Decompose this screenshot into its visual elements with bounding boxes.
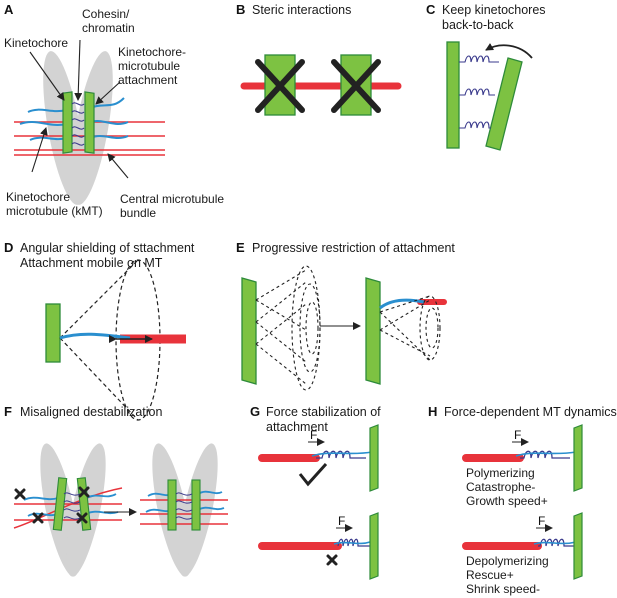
panel-letter-h: H	[428, 404, 438, 419]
force-label-h-bottom: F	[538, 514, 546, 528]
cohesin-spring	[63, 492, 81, 520]
label-kmt-2: microtubule (kMT)	[6, 204, 103, 218]
attachment-bottom	[533, 541, 577, 545]
panel-letter-d: D	[4, 240, 14, 255]
label-cohesin-2: chromatin	[82, 21, 135, 35]
kinetochore-left	[241, 277, 257, 385]
panel-d-title-1: Angular shielding of sttachment	[20, 241, 195, 255]
panel-letter-b: B	[236, 2, 246, 17]
cross-mark	[326, 554, 338, 566]
force-label-top: F	[310, 428, 318, 442]
panel-b-title: Steric interactions	[252, 3, 352, 17]
panel-a-diagram	[14, 39, 165, 205]
h-bottom-line-2: Rescue+	[466, 568, 514, 582]
destabilization-crosses	[14, 486, 90, 524]
check-mark	[298, 462, 328, 487]
panel-f-title: Misaligned destabilization	[20, 405, 163, 419]
panel-g-diagram	[258, 424, 379, 580]
attachment-top	[311, 451, 373, 457]
label-cohesin-1: Cohesin/	[82, 7, 130, 21]
cross-mark-2	[331, 59, 381, 113]
kinetochore-right	[365, 277, 381, 385]
panel-letter-c: C	[426, 2, 436, 17]
microtubules-aligned	[140, 499, 228, 525]
panel-b-diagram	[240, 54, 402, 116]
kinetochore-right-aligned	[191, 479, 201, 531]
kinetochore-top	[369, 424, 379, 492]
panel-g-title-2: attachment	[266, 420, 328, 434]
h-top-line-1: Polymerizing	[466, 466, 535, 480]
panel-c-title-1: Keep kinetochores	[442, 3, 546, 17]
label-attachment-1: Kinetochore-	[118, 45, 187, 59]
kinetochore-top	[573, 424, 583, 492]
panel-d-title-2: Attachment mobile on MT	[20, 256, 163, 270]
attachment-bottom	[333, 541, 371, 545]
spring-stretched	[316, 450, 366, 459]
label-central-2: bundle	[120, 206, 157, 220]
label-central-1: Central microtubule	[120, 192, 225, 206]
kinetochore-left-aligned	[167, 479, 177, 531]
kinetochore-right	[76, 477, 92, 531]
attachment	[379, 298, 425, 310]
panel-f-diagram	[13, 443, 228, 577]
cohesin-spring	[71, 102, 85, 146]
h-top-line-2: Catastrophe-	[466, 480, 536, 494]
label-attachment-2: microtubule	[118, 59, 181, 73]
panel-h-diagram	[462, 424, 583, 580]
spring-compressed	[337, 538, 370, 547]
panel-c-title-2: back-to-back	[442, 18, 514, 32]
h-top-line-3: Growth speed+	[466, 494, 548, 508]
narrow-cones	[379, 295, 441, 361]
kinetochore-fixed	[446, 41, 460, 149]
label-kinetochore: Kinetochore	[4, 36, 69, 50]
panel-c-diagram	[446, 41, 533, 151]
kinetochore	[45, 303, 61, 363]
force-label-bottom: F	[338, 514, 346, 528]
cohesin-spring-aligned	[175, 492, 193, 520]
h-bottom-line-3: Shrink speed-	[466, 582, 541, 596]
label-kmt-1: Kinetochore	[6, 190, 71, 204]
force-label-h-top: F	[514, 428, 522, 442]
kinetochore-left	[62, 91, 73, 154]
kinetochore-left	[52, 477, 68, 531]
h-bottom-line-1: Depolymerizing	[466, 554, 549, 568]
spring-top	[520, 450, 570, 459]
kinetochore-tilted	[485, 57, 523, 151]
attachment	[59, 332, 131, 340]
attachment-top	[515, 451, 577, 457]
panel-letter-e: E	[236, 240, 245, 255]
springs	[459, 55, 499, 129]
panel-e-title: Progressive restriction of attachment	[252, 241, 455, 255]
panel-letter-g: G	[250, 404, 261, 419]
wide-cones	[255, 265, 321, 391]
cross-mark-1	[255, 59, 305, 113]
spring-bottom	[538, 538, 580, 547]
rotation-arrow	[485, 43, 533, 59]
kinetochore-bottom	[369, 512, 379, 580]
kinetochore-right	[84, 91, 95, 154]
label-attachment-3: attachment	[118, 73, 178, 87]
panel-letter-a: A	[4, 2, 14, 17]
pointer-arrows	[29, 39, 129, 179]
panel-d-diagram	[45, 259, 186, 421]
panel-h-title: Force-dependent MT dynamics	[444, 405, 617, 419]
kinetochore-bottom	[573, 512, 583, 580]
panel-e-diagram	[241, 265, 447, 391]
panel-letter-f: F	[4, 404, 12, 419]
panel-g-title-1: Force stabilization of	[266, 405, 381, 419]
